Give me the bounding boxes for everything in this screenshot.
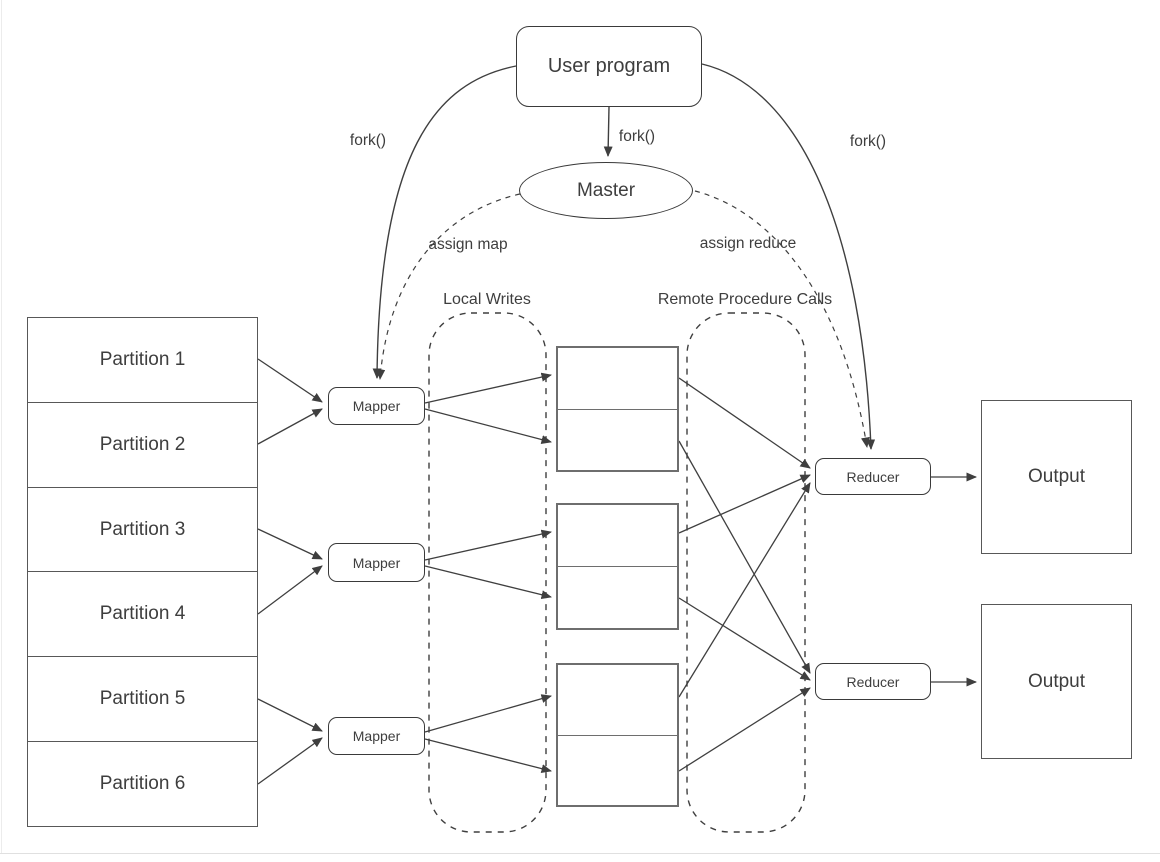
intermediate-file-3 (556, 663, 679, 807)
edge-file1-to-reducer1 (678, 377, 811, 469)
master-label: Master (576, 179, 636, 201)
intermediate-file-1-top-cell (558, 348, 677, 409)
edge-fork-userprogram-to-mapper (372, 65, 517, 379)
intermediate-file-2-top-cell (558, 505, 677, 566)
local-writes-group-outline (428, 312, 547, 833)
intermediate-file-3-top-cell (558, 665, 677, 735)
partition-5-row: Partition 5 (28, 656, 257, 741)
partition-6-row: Partition 6 (28, 741, 257, 826)
edge-file1-to-reducer2 (678, 440, 811, 674)
edge-file3-to-reducer1 (678, 482, 811, 698)
mapper-2-label: Mapper (352, 554, 401, 571)
intermediate-file-1-bottom-cell (558, 408, 677, 471)
edge-fork-userprogram-to-reducer (701, 63, 876, 450)
reducer-1-label: Reducer (846, 468, 900, 485)
output-1-label: Output (1027, 466, 1086, 487)
edge-mapper3-to-file3-top (424, 694, 552, 733)
user-program-label: User program (547, 55, 671, 77)
edge-partition3-to-mapper2 (257, 528, 323, 560)
mapper-1-label: Mapper (352, 398, 401, 414)
edge-partition2-to-mapper1 (257, 408, 323, 445)
master-node: Master (519, 162, 693, 219)
output-2-label: Output (1027, 670, 1086, 692)
intermediate-file-3-bottom-cell (558, 734, 677, 806)
edge-mapper2-to-file2-bottom (424, 565, 552, 600)
intermediate-file-1 (556, 346, 679, 472)
partition-4-row: Partition 4 (28, 571, 257, 656)
mapper-2-node: Mapper (328, 543, 425, 582)
input-partitions-stack: Partition 1 Partition 2 Partition 3 Part… (27, 317, 258, 827)
fork-center-label: fork() (618, 128, 656, 145)
intermediate-file-2 (556, 503, 679, 630)
edge-mapper1-to-file1-bottom (424, 408, 552, 444)
edge-mapper2-to-file2-top (424, 529, 552, 561)
edge-file3-to-reducer2 (678, 687, 811, 772)
edge-mapper3-to-file3-bottom (424, 738, 552, 774)
remote-procedure-calls-label: Remote Procedure Calls (657, 291, 833, 308)
assign-reduce-label: assign reduce (699, 235, 797, 252)
partition-1-row: Partition 1 (99, 348, 186, 370)
mapper-3-label: Mapper (352, 728, 401, 744)
canvas-bottom-edge (0, 853, 1160, 854)
reducer-2-node: Reducer (815, 663, 931, 700)
user-program-node: User program (516, 26, 702, 107)
output-2-node: Output (981, 604, 1132, 759)
edge-partition5-to-mapper3 (257, 698, 323, 732)
edge-assign-map-master-to-mapper (376, 193, 521, 380)
reducer-2-label: Reducer (846, 673, 900, 690)
canvas-left-edge (1, 0, 2, 853)
edge-partition4-to-mapper2 (257, 565, 323, 615)
partition-3-row: Partition 3 (28, 486, 257, 572)
fork-left-label: fork() (349, 132, 387, 149)
edge-partition1-to-mapper1 (257, 358, 323, 403)
local-writes-label: Local Writes (443, 291, 531, 308)
edge-assign-reduce-master-to-reducer (694, 190, 870, 448)
edge-fork-userprogram-to-master (603, 106, 613, 157)
edge-mapper1-to-file1-top (424, 372, 552, 404)
edge-file2-to-reducer2 (678, 597, 811, 681)
output-1-node: Output (981, 400, 1132, 554)
partition-2-row: Partition 2 (28, 401, 257, 487)
remote-procedure-calls-group-outline (686, 312, 806, 833)
mapper-1-node: Mapper (328, 387, 425, 425)
fork-right-label: fork() (849, 133, 887, 150)
edge-file2-to-reducer1 (678, 474, 811, 534)
assign-map-label: assign map (428, 236, 508, 253)
intermediate-file-2-bottom-cell (558, 566, 677, 628)
edge-partition6-to-mapper3 (257, 737, 323, 785)
reducer-1-node: Reducer (815, 458, 931, 495)
mapper-3-node: Mapper (328, 717, 425, 755)
